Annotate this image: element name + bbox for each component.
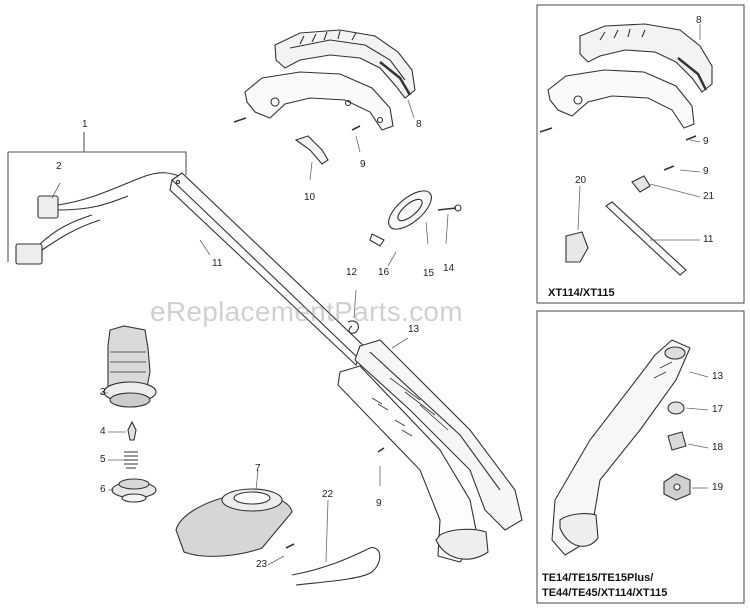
callout-9a: 9 <box>360 159 366 170</box>
callout-1: 1 <box>82 119 88 130</box>
inset-frame-top <box>536 4 745 304</box>
callout-15: 15 <box>423 268 435 279</box>
callout-5: 5 <box>100 454 106 465</box>
inset-callout-11: 11 <box>703 234 714 245</box>
inset-callout-19: 19 <box>712 482 724 493</box>
lower-handle-part <box>244 71 394 131</box>
callout-7: 7 <box>255 463 261 474</box>
inset-callout-20: 20 <box>575 175 587 186</box>
inset-callout-8: 8 <box>696 15 702 26</box>
callout-16: 16 <box>378 267 390 278</box>
inset-frame-bottom <box>536 310 745 604</box>
inset-callout-17: 17 <box>712 404 724 415</box>
inset-callout-9b: 9 <box>703 166 709 177</box>
callout-12: 12 <box>346 267 358 278</box>
callout-11: 11 <box>212 258 223 269</box>
inset-bottom-housing <box>551 339 691 556</box>
lower-housing-main <box>337 339 523 563</box>
inset-callout-18: 18 <box>712 442 724 453</box>
assist-handle <box>369 190 462 247</box>
inset-top-handles <box>539 23 713 276</box>
motor <box>103 325 157 408</box>
callout-10: 10 <box>304 192 316 203</box>
inset-bottom-model-label: TE14/TE15/TE15Plus/ TE44/TE45/XT114/XT11… <box>542 571 667 601</box>
callout-8: 8 <box>416 119 422 130</box>
callout-2: 2 <box>56 161 62 172</box>
guard <box>175 488 293 557</box>
inset-bottom-model-line-1: TE14/TE15/TE15Plus/ <box>542 572 654 584</box>
shaft-tube <box>169 172 369 367</box>
inset-callout-9a: 9 <box>703 136 709 147</box>
callout-4: 4 <box>100 426 106 437</box>
callout-22: 22 <box>322 489 334 500</box>
switch-assembly <box>15 172 186 265</box>
callout-13: 13 <box>408 324 420 335</box>
inset-callout-21: 21 <box>703 191 715 202</box>
callout-14: 14 <box>443 263 455 274</box>
callout-3: 3 <box>100 387 106 398</box>
upper-handle-part <box>274 29 416 99</box>
inset-callout-13: 13 <box>712 371 724 382</box>
watermark: eReplacementParts.com <box>150 296 463 327</box>
callout-6: 6 <box>100 484 106 495</box>
callout-9b: 9 <box>376 498 382 509</box>
inset-bottom-model-line-2: TE44/TE45/XT114/XT115 <box>542 586 668 599</box>
inset-top-model-label: XT114/XT115 <box>548 287 615 299</box>
spool <box>111 478 157 503</box>
callout-23: 23 <box>256 559 268 570</box>
